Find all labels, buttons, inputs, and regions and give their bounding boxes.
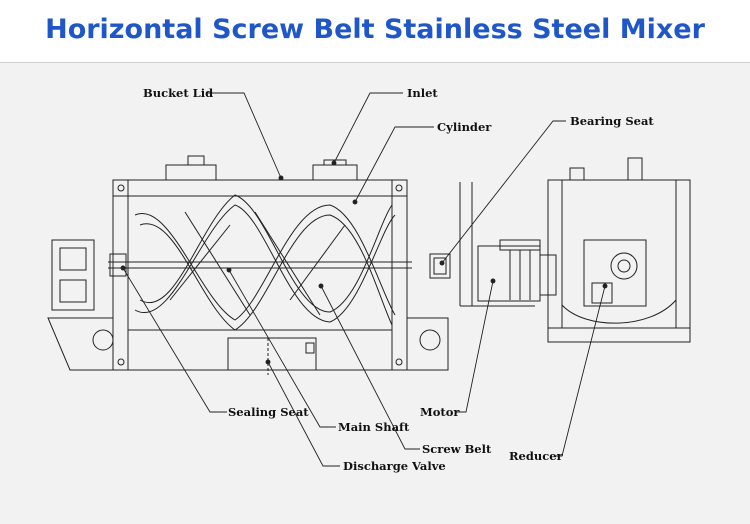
reducer [583, 239, 647, 307]
left-bearing-housing [51, 239, 95, 311]
cylinder-body [112, 179, 408, 371]
mixer-front-view [47, 155, 451, 375]
label-motor: Motor [420, 405, 460, 419]
mixer-side-view [459, 157, 691, 343]
leader-lines [120, 92, 608, 467]
right-support [406, 317, 449, 371]
label-reducer: Reducer [509, 449, 564, 463]
left-support [47, 317, 114, 371]
diagram-panel [0, 62, 750, 524]
side-base [547, 327, 691, 343]
label-main-shaft: Main Shaft [338, 420, 410, 434]
screw-belt-outer [134, 204, 396, 321]
label-inlet: Inlet [407, 86, 438, 100]
bucket-lid-port [165, 164, 217, 181]
label-screw-belt: Screw Belt [422, 442, 492, 456]
page-title: Horizontal Screw Belt Stainless Steel Mi… [45, 14, 705, 45]
motor [477, 245, 541, 302]
label-discharge-valve: Discharge Valve [343, 459, 446, 473]
bearing-seat [429, 253, 451, 279]
label-cylinder: Cylinder [437, 120, 492, 134]
label-bucket-lid: Bucket Lid [143, 86, 213, 100]
discharge-valve [227, 337, 317, 371]
inlet-port [312, 164, 358, 181]
label-sealing-seat: Sealing Seat [228, 405, 309, 419]
sealing-seat [109, 253, 127, 277]
label-bearing-seat: Bearing Seat [570, 114, 654, 128]
